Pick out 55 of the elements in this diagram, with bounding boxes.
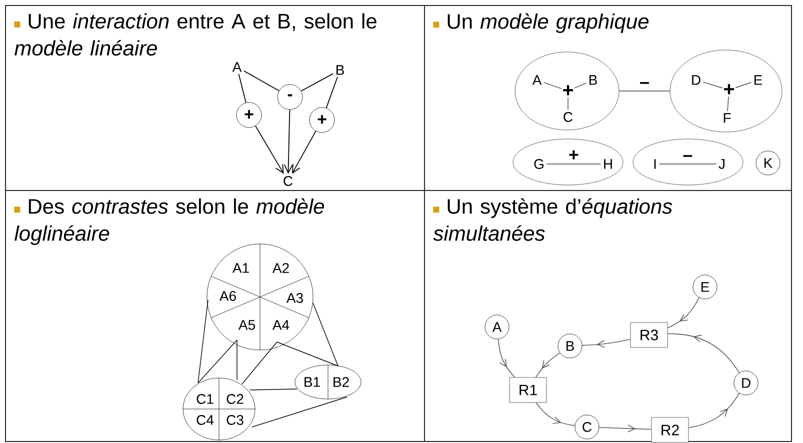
plus-sign: + bbox=[563, 85, 574, 96]
connector-line bbox=[735, 82, 752, 88]
variable-label: I bbox=[654, 159, 656, 169]
connector-line bbox=[618, 90, 670, 92]
circle-node: K bbox=[756, 150, 780, 176]
variable-label: H bbox=[604, 159, 612, 169]
arrow bbox=[284, 109, 293, 174]
ellipse-outline bbox=[670, 50, 782, 132]
arrow bbox=[255, 125, 284, 174]
circle-node: A bbox=[484, 314, 510, 340]
equation-box: R2 bbox=[651, 417, 689, 443]
edge-label: – bbox=[638, 81, 650, 89]
connector-line bbox=[243, 70, 280, 92]
variable-label: C bbox=[284, 176, 293, 186]
connector-line bbox=[236, 340, 238, 380]
variable-label: G bbox=[534, 159, 544, 169]
equation-box: R3 bbox=[630, 322, 668, 348]
connector-line bbox=[250, 388, 298, 390]
connector-line bbox=[198, 340, 238, 384]
connector-line bbox=[300, 73, 334, 92]
circle-node: C bbox=[574, 414, 600, 440]
variable-label: A bbox=[232, 62, 242, 72]
connector-line bbox=[198, 300, 208, 384]
circle-node: + bbox=[309, 107, 335, 133]
connector-line bbox=[574, 82, 586, 88]
arrow bbox=[292, 130, 316, 174]
variable-label: J bbox=[718, 159, 724, 169]
plus-sign: + bbox=[724, 84, 734, 94]
ellipse-outline bbox=[632, 138, 744, 186]
ellipse-outline bbox=[514, 52, 620, 130]
variable-label: C bbox=[564, 112, 573, 122]
circle-node: - bbox=[277, 84, 303, 110]
variable-label: B bbox=[336, 65, 344, 75]
variable-label: D bbox=[692, 75, 700, 85]
connector-line bbox=[702, 82, 723, 88]
connector-line bbox=[252, 396, 348, 428]
variable-label: A bbox=[532, 75, 542, 85]
connector-line bbox=[242, 342, 278, 384]
connector-line bbox=[276, 342, 338, 366]
circle-node: + bbox=[236, 102, 262, 128]
edge-label: – bbox=[682, 154, 694, 162]
connector-line bbox=[544, 82, 562, 90]
connector-line bbox=[727, 96, 729, 112]
circle-node: B bbox=[558, 334, 582, 358]
circle-node: D bbox=[734, 370, 758, 396]
variable-label: F bbox=[724, 113, 731, 123]
equation-box: R1 bbox=[509, 377, 547, 403]
variable-label: E bbox=[754, 75, 762, 85]
circle-node: E bbox=[692, 274, 718, 300]
connector-line bbox=[238, 74, 246, 104]
variable-label: B bbox=[589, 75, 597, 85]
connector-line bbox=[312, 302, 338, 366]
edge-label: + bbox=[567, 149, 580, 162]
ellipse-outline bbox=[512, 138, 624, 186]
connector-line bbox=[326, 76, 338, 108]
